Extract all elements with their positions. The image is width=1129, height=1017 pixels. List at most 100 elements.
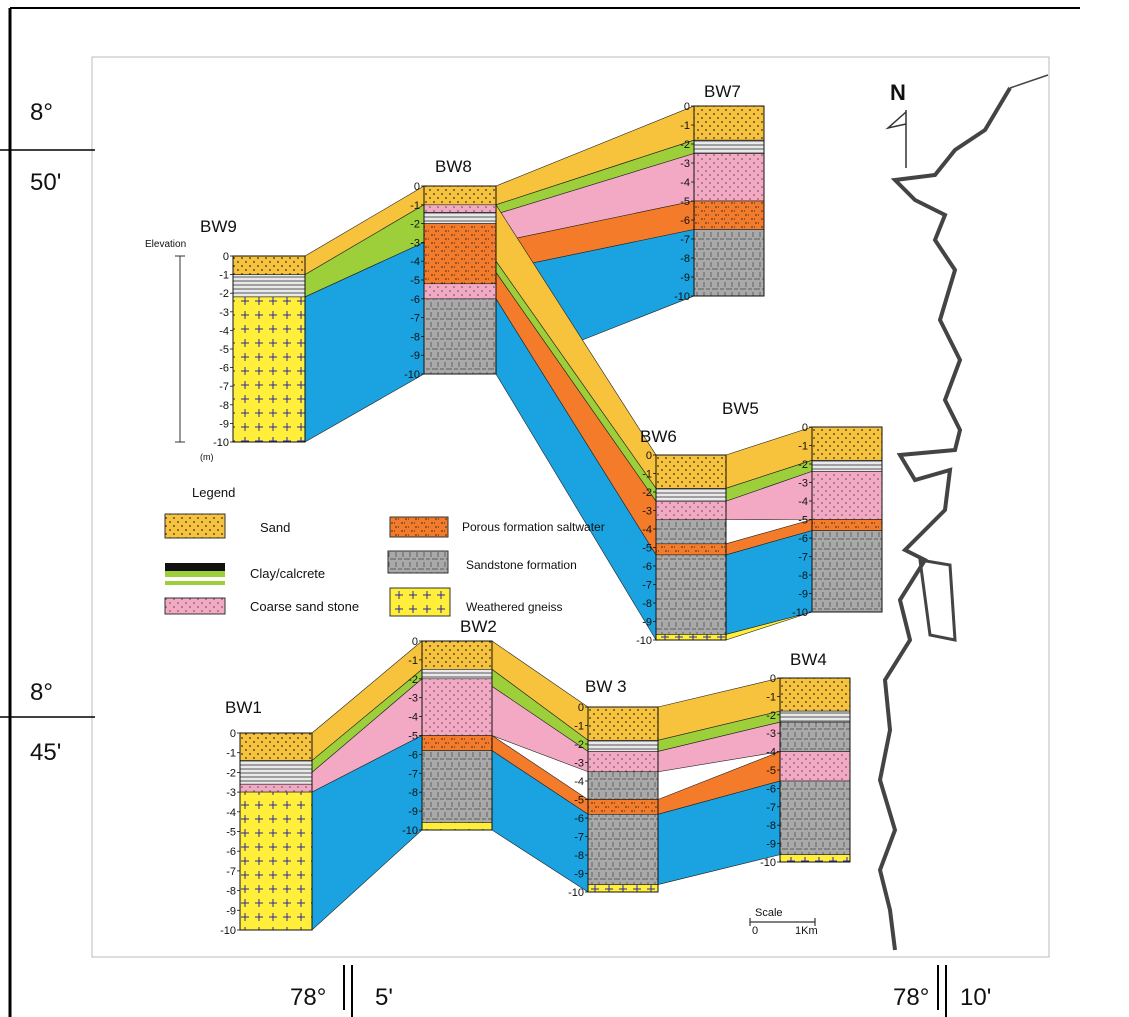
depth-tick-label: -8 [642,598,652,610]
depth-tick-label: -8 [766,820,776,832]
depth-tick-label: -5 [226,827,236,839]
layer-sand [655,454,727,489]
borehole-columns: 0-1-2-3-4-5-6-7-8-9-10BW90-1-2-3-4-5-6-7… [200,82,883,937]
layer-sand [693,105,765,141]
elevation-unit: (m) [200,452,214,462]
depth-tick-label: -3 [798,478,808,490]
legend-label-clay: Clay/calcrete [250,566,325,581]
borehole-label: BW9 [200,217,237,236]
north-label: N [890,80,906,105]
scale-end: 1Km [795,925,818,937]
depth-tick-label: -6 [226,846,236,858]
depth-tick-label: -3 [574,758,584,770]
depth-tick-label: -10 [213,437,229,449]
lat-top-minute: 50' [30,169,61,196]
depth-tick-label: -7 [574,832,584,844]
depth-tick-label: 0 [770,673,776,685]
depth-tick-label: -3 [226,787,236,799]
depth-tick-label: -9 [798,589,808,601]
layer-clay [811,459,883,472]
depth-tick-label: -7 [219,381,229,393]
depth-tick-label: -4 [766,747,776,759]
borehole-label: BW2 [460,617,497,636]
depth-tick-label: -6 [798,533,808,545]
depth-tick-label: -4 [680,177,690,189]
depth-tick-label: -8 [219,400,229,412]
depth-tick-label: -8 [798,570,808,582]
depth-tick-label: 0 [230,728,236,740]
layer-gneiss [779,854,851,863]
depth-tick-label: -3 [408,693,418,705]
depth-tick-label: -5 [410,275,420,287]
layer-coarse [239,783,313,793]
layer-porous [423,223,497,285]
layer-clay [693,139,765,154]
layer-porous [421,735,493,751]
depth-tick-label: -7 [410,313,420,325]
depth-tick-label: -2 [766,710,776,722]
depth-tick-label: -9 [410,350,420,362]
depth-tick-label: -9 [680,272,690,284]
layer-porous [811,519,883,531]
borehole-label: BW4 [790,650,827,669]
depth-tick-label: -9 [766,839,776,851]
lat-bottom-minute: 45' [30,739,61,766]
depth-tick-label: -2 [410,219,420,231]
depth-tick-label: -7 [766,802,776,814]
layer-coarse [811,471,883,520]
depth-tick-label: -4 [408,712,418,724]
layer-clay [421,669,493,680]
layer-coarse [423,283,497,300]
depth-tick-label: -3 [219,307,229,319]
depth-tick-label: -8 [680,253,690,265]
lon-left-degree: 78° [290,984,326,1011]
legend-label-sand: Sand [260,520,290,535]
legend-swatch-coarse [164,597,226,615]
depth-tick-label: -9 [226,905,236,917]
scale-start: 0 [752,925,758,937]
depth-tick-label: -3 [410,237,420,249]
depth-tick-label: -1 [680,120,690,132]
depth-tick-label: -8 [410,331,420,343]
depth-tick-label: 0 [684,101,690,113]
layer-sand [421,640,493,670]
correlation-panels [304,105,813,931]
borehole-label: BW6 [640,427,677,446]
legend-label-porous: Porous formation saltwater [462,520,605,534]
depth-tick-label: -9 [219,418,229,430]
layer-porous [587,799,659,815]
depth-tick-label: 0 [578,702,584,714]
layer-gneiss [232,296,306,443]
layer-gneiss [421,822,493,831]
depth-tick-label: -10 [636,635,652,647]
legend-swatch-gneiss [389,587,451,617]
layer-sandstone [693,229,765,297]
depth-tick-label: -1 [574,721,584,733]
depth-tick-label: -5 [680,196,690,208]
elevation-label: Elevation [145,239,186,250]
depth-tick-label: -10 [674,291,690,303]
layer-sandstone [655,554,727,635]
layer-coarse [587,751,659,773]
depth-tick-label: -1 [766,691,776,703]
depth-tick-label: -2 [642,487,652,499]
legend-label-gneiss: Weathered gneiss [466,600,563,614]
legend-swatch-sandstone [387,550,449,574]
depth-tick-label: -4 [574,776,584,788]
map-frame [0,7,1080,1017]
depth-tick-label: -1 [408,655,418,667]
layer-gneiss [655,634,727,641]
depth-tick-label: -8 [574,850,584,862]
depth-tick-label: -2 [680,139,690,151]
layer-porous [655,543,727,556]
depth-tick-label: -7 [226,866,236,878]
depth-tick-label: -1 [798,441,808,453]
layer-coarse [421,678,493,736]
depth-tick-label: -1 [219,270,229,282]
depth-tick-label: -7 [680,234,690,246]
coastline-island [918,558,957,642]
layer-clay [423,212,497,224]
legend: Legend Sand Clay/calcrete Coarse sand st… [164,485,605,617]
legend-swatch-sand [164,513,226,539]
